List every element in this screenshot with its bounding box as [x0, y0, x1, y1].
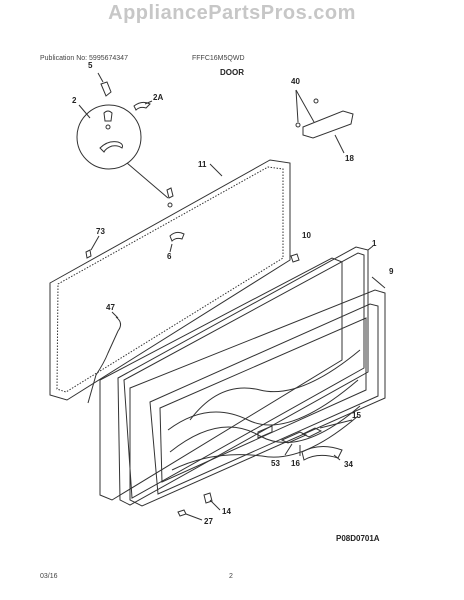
publication-number: Publication No: 5995674347	[40, 55, 128, 62]
callout-14: 14	[222, 507, 231, 516]
callout-16: 16	[291, 459, 300, 468]
callout-34: 34	[344, 460, 353, 469]
model-number: FFFC16M5QWD	[192, 55, 245, 62]
callout-73: 73	[96, 227, 105, 236]
part-15-screw	[301, 427, 323, 438]
footer-date: 03/16	[40, 573, 58, 580]
hinge-bracket	[99, 141, 123, 153]
footer-page: 2	[229, 573, 233, 580]
callout-9: 9	[389, 267, 394, 276]
detail-magnifier	[76, 104, 142, 170]
callout-10: 10	[302, 231, 311, 240]
callout-27: 27	[204, 517, 213, 526]
part-47-wire	[87, 316, 122, 404]
callout-2a: 2A	[153, 93, 163, 102]
part-18-handle-cap	[302, 110, 354, 139]
callout-1: 1	[372, 239, 377, 248]
part-10-plug	[290, 253, 300, 263]
part-34-lock	[301, 446, 343, 461]
part-6-hinge	[169, 231, 185, 242]
callout-2: 2	[72, 96, 77, 105]
part-1-gasket	[117, 246, 369, 506]
callout-18: 18	[345, 154, 354, 163]
callout-47: 47	[106, 303, 115, 312]
callout-40: 40	[291, 77, 300, 86]
callout-15: 15	[352, 411, 361, 420]
watermark: AppliancePartsPros.com	[108, 2, 356, 24]
callout-53: 53	[271, 459, 280, 468]
callout-11: 11	[198, 160, 207, 169]
section-title: DOOR	[220, 68, 244, 77]
callout-6: 6	[167, 252, 172, 261]
part-5-knob	[100, 81, 112, 97]
part-9-outer-door	[129, 289, 386, 507]
part-11-inner-panel	[49, 159, 291, 401]
diagram-code: P08D0701A	[336, 534, 380, 543]
callout-5: 5	[88, 61, 93, 70]
part-1-liner	[99, 257, 343, 501]
part-14-bracket	[203, 492, 213, 504]
part-2-bushing	[103, 110, 113, 122]
part-2a-clip	[133, 101, 151, 111]
part-27-screw	[177, 509, 187, 517]
